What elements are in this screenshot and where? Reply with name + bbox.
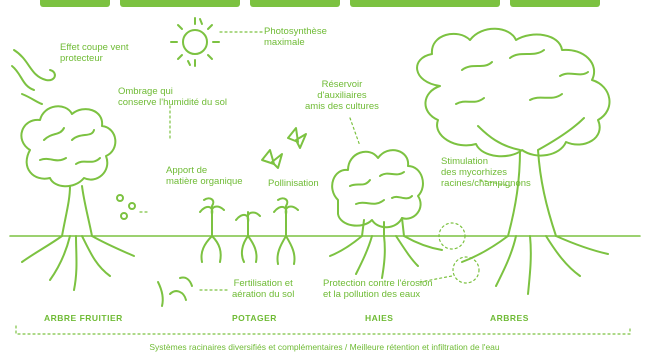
earthworm-icon [158, 277, 192, 306]
wind-icon [12, 50, 55, 104]
annotation-shade: Ombrage qui conserve l'humidité du sol [118, 86, 227, 108]
caption-trees: ARBRES [490, 313, 529, 323]
footer-text: Systèmes racinaires diversifiés et compl… [0, 342, 649, 352]
annotation-auxiliaries: Réservoir d'auxiliaires amis des culture… [305, 79, 379, 112]
caption-fruit-tree: ARBRE FRUITIER [44, 313, 123, 323]
footer-bracket [16, 326, 630, 334]
leader-auxiliaries [350, 118, 360, 146]
annotation-wind: Effet coupe vent protecteur [60, 42, 129, 64]
annotation-pollination: Pollinisation [268, 178, 319, 189]
hedge-illustration [330, 150, 442, 278]
caption-garden: POTAGER [232, 313, 277, 323]
annotation-erosion: Protection contre l'érosion et la pollut… [323, 278, 433, 300]
butterfly-icon [262, 128, 306, 168]
caption-hedges: HAIES [365, 313, 393, 323]
annotation-mycorrhizae: Stimulation des mycorhizes racines/champ… [441, 156, 531, 189]
annotation-photosynthesis: Photosynthèse maximale [264, 26, 327, 48]
sun-icon [171, 18, 219, 66]
vegetable-plants-illustration [200, 198, 298, 264]
annotation-fertilization: Fertilisation et aération du sol [232, 278, 294, 300]
fruit-tree-illustration [21, 106, 135, 290]
annotation-organic: Apport de matière organique [166, 165, 243, 187]
